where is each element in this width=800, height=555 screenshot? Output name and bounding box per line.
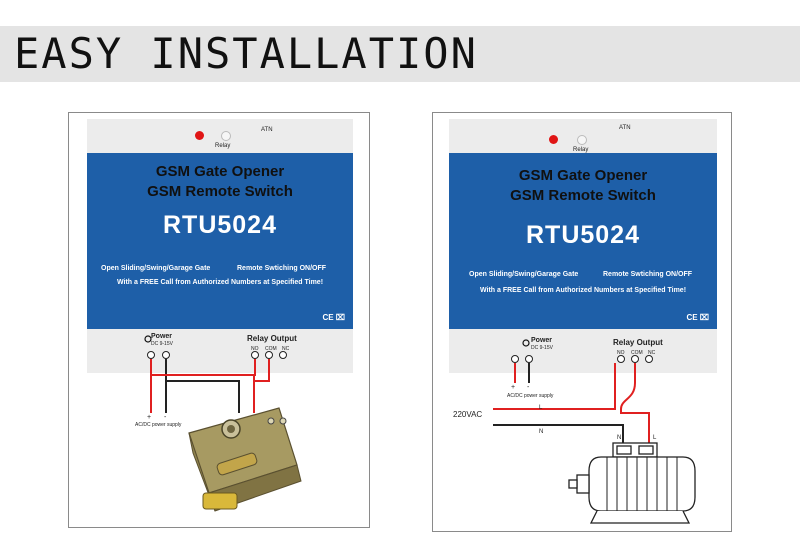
voltage-label: 220VAC: [453, 410, 483, 419]
cert-marks: CE ⌧: [686, 313, 709, 322]
electric-lock-icon: [188, 407, 302, 512]
device-desc-right: Remote Swtiching ON/OFF: [603, 271, 693, 278]
terminal-no: NO: [251, 346, 259, 352]
power-voltage-label: DC 9-15V: [531, 345, 553, 351]
relay-output-label: Relay Output: [247, 334, 297, 343]
left-supply-label: AC/DC power supply: [135, 422, 182, 428]
terminal-com: COM: [265, 346, 277, 352]
terminal-com: COM: [631, 350, 643, 356]
right-terminal-screws: [511, 355, 653, 363]
relay-led: [577, 135, 587, 145]
left-wiring-svg: + -: [144, 335, 302, 512]
neutral-label-supply: N: [539, 429, 543, 435]
device-desc-left: Open Sliding/Swing/Garage Gate: [469, 271, 579, 278]
supply-plus-sign: +: [511, 384, 515, 391]
right-device-body: Relay ATN GSM Gate Opener GSM Remote Swi…: [449, 119, 717, 373]
wire-lock-negative: [166, 380, 240, 413]
power-icon: [144, 335, 152, 343]
motor-icon: [568, 442, 696, 524]
right-blue-label-area: GSM Gate Opener GSM Remote Switch RTU502…: [449, 153, 717, 329]
power-label: Power: [151, 333, 173, 340]
line-label-supply: L: [539, 405, 543, 411]
device-desc-right: Remote Swtiching ON/OFF: [237, 265, 327, 272]
power-label: Power: [531, 337, 553, 344]
right-supply-label: AC/DC power supply: [507, 393, 554, 399]
relay-led: [221, 131, 231, 141]
relay-led-label: Relay: [215, 143, 231, 149]
wire-220v-line: [493, 363, 616, 410]
device-title-line1: GSM Gate Opener: [518, 167, 648, 184]
terminal-nc: NC: [282, 346, 290, 352]
supply-minus-sign: -: [527, 384, 530, 391]
device-desc-line2: With a FREE Call from Authorized Numbers…: [479, 287, 687, 294]
line-label-motor: L: [653, 435, 657, 441]
right-wiring-svg: + - L N N L: [493, 339, 696, 524]
supply-minus-sign: -: [164, 414, 167, 421]
status-led-red: [549, 135, 558, 144]
device-title-line1: GSM Gate Opener: [155, 163, 285, 180]
device-title-line2: GSM Remote Switch: [147, 183, 293, 200]
power-voltage-label: DC 9-15V: [151, 341, 173, 347]
device-title-line2: GSM Remote Switch: [510, 187, 656, 204]
relay-output-label: Relay Output: [613, 338, 663, 347]
header-banner: EASY INSTALLATION: [0, 26, 800, 82]
status-led-red: [195, 131, 204, 140]
left-terminal-screws: [147, 351, 287, 359]
antenna-label: ATN: [619, 125, 631, 131]
relay-led-label: Relay: [573, 147, 589, 153]
supply-plus-sign: +: [147, 414, 151, 421]
device-desc-left: Open Sliding/Swing/Garage Gate: [101, 265, 211, 272]
wire-220v-neutral: [493, 424, 624, 443]
terminal-no: NO: [617, 350, 625, 356]
right-diagram-panel: Relay ATN GSM Gate Opener GSM Remote Swi…: [432, 112, 732, 532]
wire-com-loop: [254, 359, 270, 382]
left-diagram-panel: Relay ATN GSM Gate Opener GSM Remote Swi…: [68, 112, 370, 528]
page-title: EASY INSTALLATION: [14, 29, 478, 78]
cert-marks: CE ⌧: [322, 313, 345, 322]
device-desc-line2: With a FREE Call from Authorized Numbers…: [116, 279, 324, 286]
wire-com-to-motor: [620, 363, 650, 443]
power-icon: [522, 339, 530, 347]
left-device-body: Relay ATN GSM Gate Opener GSM Remote Swi…: [87, 119, 353, 373]
terminal-nc: NC: [648, 350, 656, 356]
antenna-label: ATN: [261, 127, 273, 133]
left-blue-label-area: GSM Gate Opener GSM Remote Switch RTU502…: [87, 153, 353, 329]
neutral-label-motor: N: [617, 435, 621, 441]
device-model: RTU5024: [526, 221, 640, 249]
device-model: RTU5024: [163, 211, 277, 239]
